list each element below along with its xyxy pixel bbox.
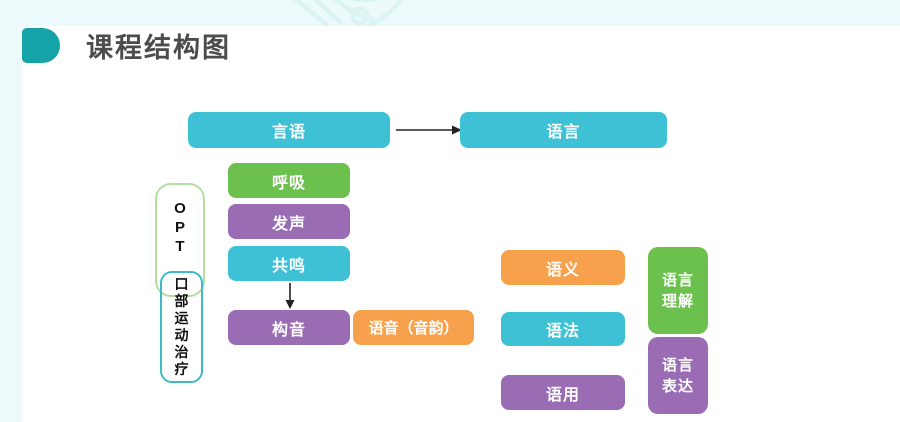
node-oral-motor-therapy: 口 部 运 动 治 疗 [160,271,203,383]
arrow-right-icon [396,125,462,135]
node-pragmatics: 语用 [501,375,625,410]
node-breathing: 呼吸 [228,163,350,198]
arrow-down-icon [285,283,295,309]
page-title: 课程结构图 [86,32,231,63]
node-articulation: 构音 [228,310,350,345]
node-speech: 言语 [188,112,390,148]
title-row: 课程结构图 [22,27,231,63]
content-card [22,26,900,422]
node-semantics: 语义 [501,250,625,285]
node-language-expression: 语言 表达 [648,337,708,414]
node-phonation: 发声 [228,204,350,239]
node-opt: O P T [155,183,205,297]
node-resonance: 共鸣 [228,246,350,281]
title-accent-icon [22,27,60,63]
opt-label: O P T [174,200,186,255]
node-syntax: 语法 [501,312,625,346]
node-language-comprehension: 语言 理解 [648,247,708,334]
header-decoration [292,0,404,26]
node-phonology: 语音（音韵） [353,310,474,345]
oral-motor-label: 口 部 运 动 治 疗 [174,276,189,377]
node-language: 语言 [460,112,667,148]
